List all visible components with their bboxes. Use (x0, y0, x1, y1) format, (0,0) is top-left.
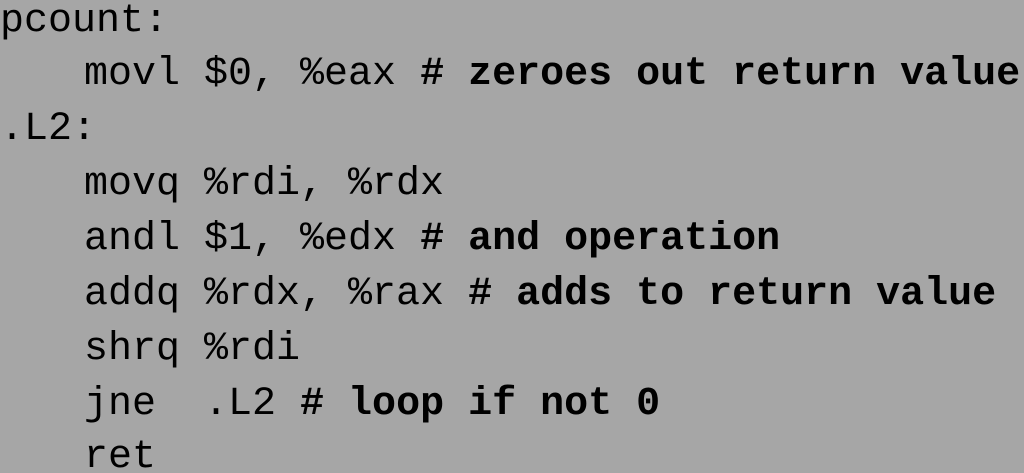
code-line-label-pcount: pcount: (0, 2, 168, 42)
code-line-movl: movl $0, %eax # zeroes out return value (84, 55, 1020, 95)
code-instruction: jne .L2 (84, 382, 301, 427)
code-line-addq: addq %rdx, %rax # adds to return value (84, 275, 996, 315)
code-comment: # adds to return value (468, 272, 997, 317)
code-instruction: ret (84, 435, 157, 473)
code-line-andl: andl $1, %edx # and operation (84, 220, 780, 260)
code-line-jne: jne .L2 # loop if not 0 (84, 385, 660, 425)
code-instruction: pcount: (0, 0, 169, 44)
code-instruction: movl $0, %eax (84, 52, 421, 97)
code-instruction: addq %rdx, %rax (84, 272, 469, 317)
code-line-shrq: shrq %rdi (84, 330, 300, 370)
code-instruction: .L2: (0, 107, 97, 152)
code-instruction: andl $1, %edx (84, 217, 421, 262)
code-instruction: shrq %rdi (84, 327, 301, 372)
code-comment: # zeroes out return value (420, 52, 1021, 97)
code-line-movq: movq %rdi, %rdx (84, 165, 444, 205)
code-comment: # and operation (420, 217, 781, 262)
code-comment: # loop if not 0 (300, 382, 661, 427)
code-line-ret: ret (84, 438, 156, 473)
code-line-label-l2: .L2: (0, 110, 96, 150)
code-instruction: movq %rdi, %rdx (84, 162, 445, 207)
